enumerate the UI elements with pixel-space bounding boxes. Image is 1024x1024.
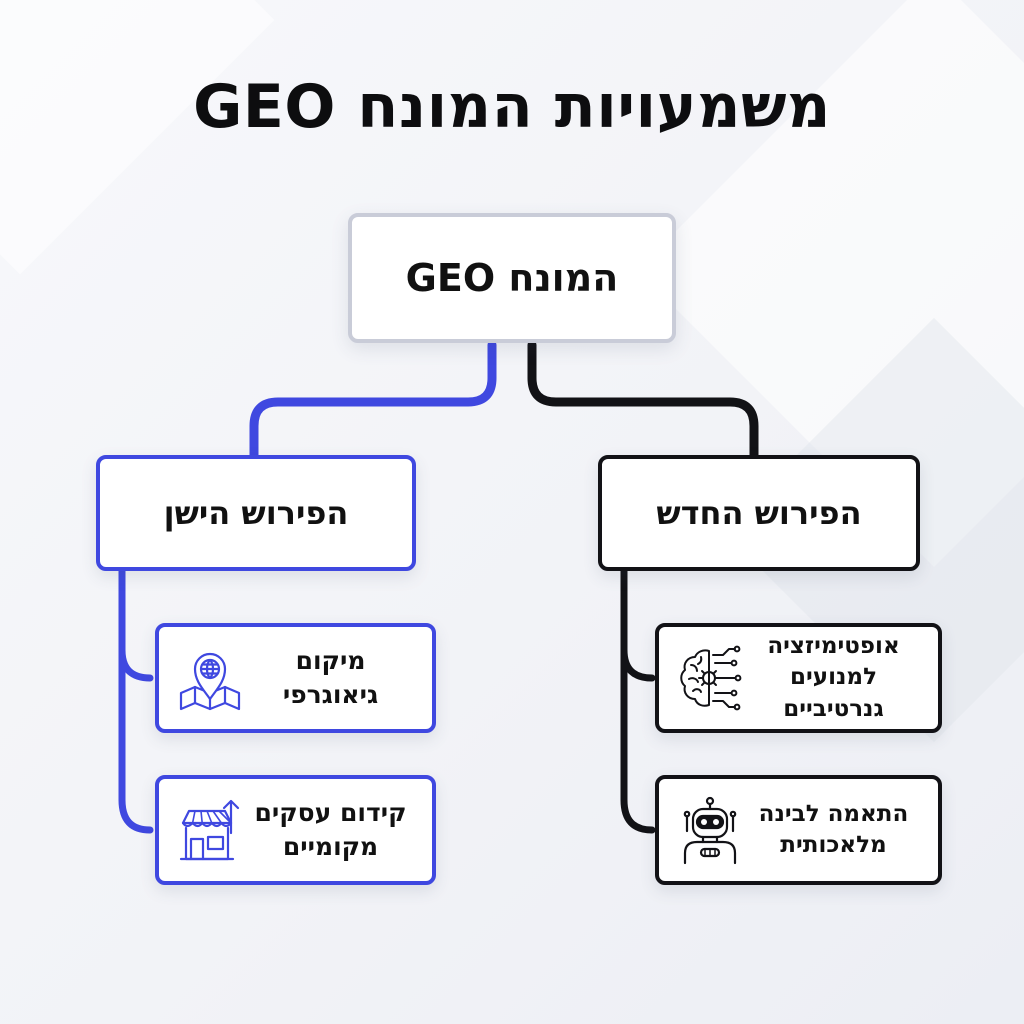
leaf-node-geographic-location: מיקום גיאוגרפי [155,623,436,733]
leaf-node-label: קידום עסקים מקומיים [254,798,407,861]
location-pin-globe-map-icon [173,641,247,715]
leaf-node-label: מיקום גיאוגרפי [282,646,379,709]
connector-new-leaf-1 [620,646,656,682]
branch-node-label: הפירוש החדש [656,494,862,532]
branch-node-label: הפירוש הישן [163,494,349,532]
leaf-node-local-business-promotion: קידום עסקים מקומיים [155,775,436,885]
connector-new-trunk [620,567,656,834]
leaf-node-ai-adaptation: התאמה לבינה מלאכותית [655,775,942,885]
connector-old-leaf-1 [118,646,154,682]
leaf-node-label: אופטימיזציה למנועים גנרטיביים [767,633,900,722]
connector-root-to-old [249,340,497,462]
root-node: המונח GEO [348,213,676,343]
brain-gear-circuit-icon [673,641,747,715]
leaf-node-generative-engine-optimization: אופטימיזציה למנועים גנרטיביים [655,623,942,733]
root-node-label: המונח GEO [405,256,619,300]
connector-old-trunk [118,567,154,834]
page-title: משמעויות המונח GEO [193,72,831,142]
connector-root-to-new [527,340,759,462]
branch-node-new: הפירוש החדש [598,455,920,571]
leaf-node-label: התאמה לבינה מלאכותית [758,800,909,858]
robot-icon [673,793,747,867]
branch-node-old: הפירוש הישן [96,455,416,571]
storefront-growth-arrow-icon [173,793,247,867]
